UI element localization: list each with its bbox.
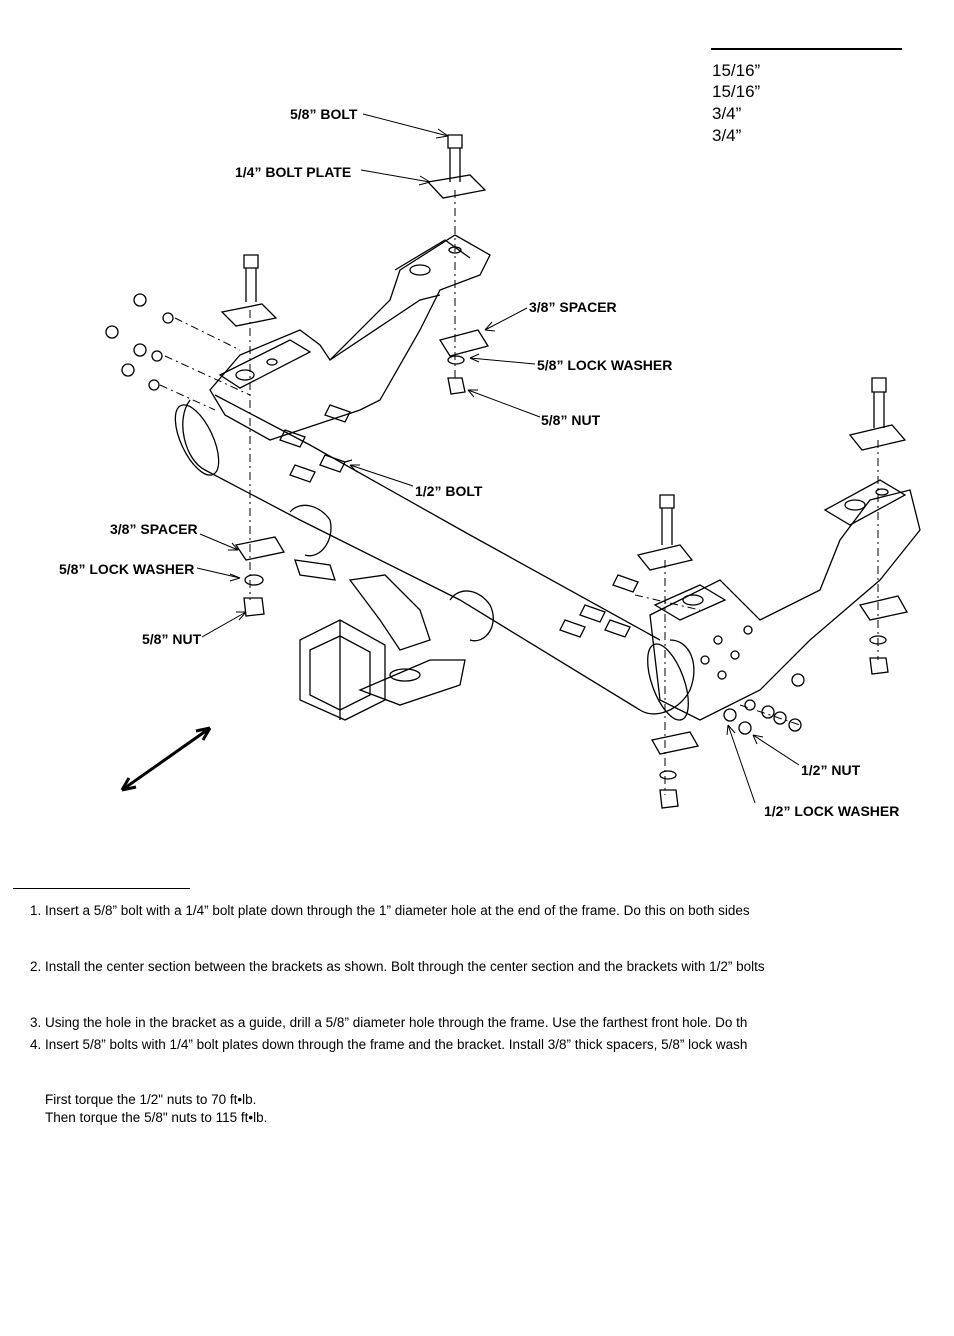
callout-spacer-left: 3/8” SPACER [110,521,198,537]
leader-lines [196,113,800,804]
callout-bolt-12: 1/2” BOLT [415,483,483,499]
callout-spacer-right: 3/8” SPACER [529,299,617,315]
step-1: 1. Insert a 5/8” bolt with a 1/4” bolt p… [30,903,750,918]
torque-half-inch: First torque the 1/2" nuts to 70 ft•lb. [45,1092,257,1107]
callout-nut-12: 1/2” NUT [801,762,861,778]
cross-tube [174,394,695,721]
callout-lock-washer-12: 1/2” LOCK WASHER [764,803,900,819]
alignment-lines [159,190,879,795]
hitch-exploded-diagram [105,113,921,809]
callout-nut-left: 5/8” NUT [142,631,202,647]
step-2: 2. Install the center section between th… [30,959,765,974]
wrench-size-1: 15/16” [712,61,761,80]
step-4: 4. Insert 5/8” bolts with 1/4” bolt plat… [30,1037,748,1052]
callout-lock-washer-left: 5/8” LOCK WASHER [59,561,195,577]
torque-five-eighths: Then torque the 5/8" nuts to 115 ft•lb. [45,1110,268,1125]
receiver-tube [294,559,466,721]
callout-lock-washer-right: 5/8” LOCK WASHER [537,357,673,373]
direction-arrow-icon [120,726,212,792]
left-bolt-stack [220,254,286,617]
right-bracket [649,479,921,721]
half-inch-hardware [105,293,805,735]
callout-bolt-58-top: 5/8” BOLT [290,106,358,122]
right-near-bolt-stack [636,494,700,809]
wrench-size-4: 3/4” [712,126,742,145]
step-3: 3. Using the hole in the bracket as a gu… [30,1015,748,1030]
size-table-rule [711,48,902,50]
instructions-rule [13,888,190,889]
top-bolt-stack [426,134,490,395]
wrench-size-3: 3/4” [712,104,742,123]
right-far-bolt-stack [848,377,908,675]
callout-bolt-plate: 1/4” BOLT PLATE [235,164,352,180]
wrench-size-2: 15/16” [712,82,761,101]
callout-nut-right: 5/8” NUT [541,412,601,428]
